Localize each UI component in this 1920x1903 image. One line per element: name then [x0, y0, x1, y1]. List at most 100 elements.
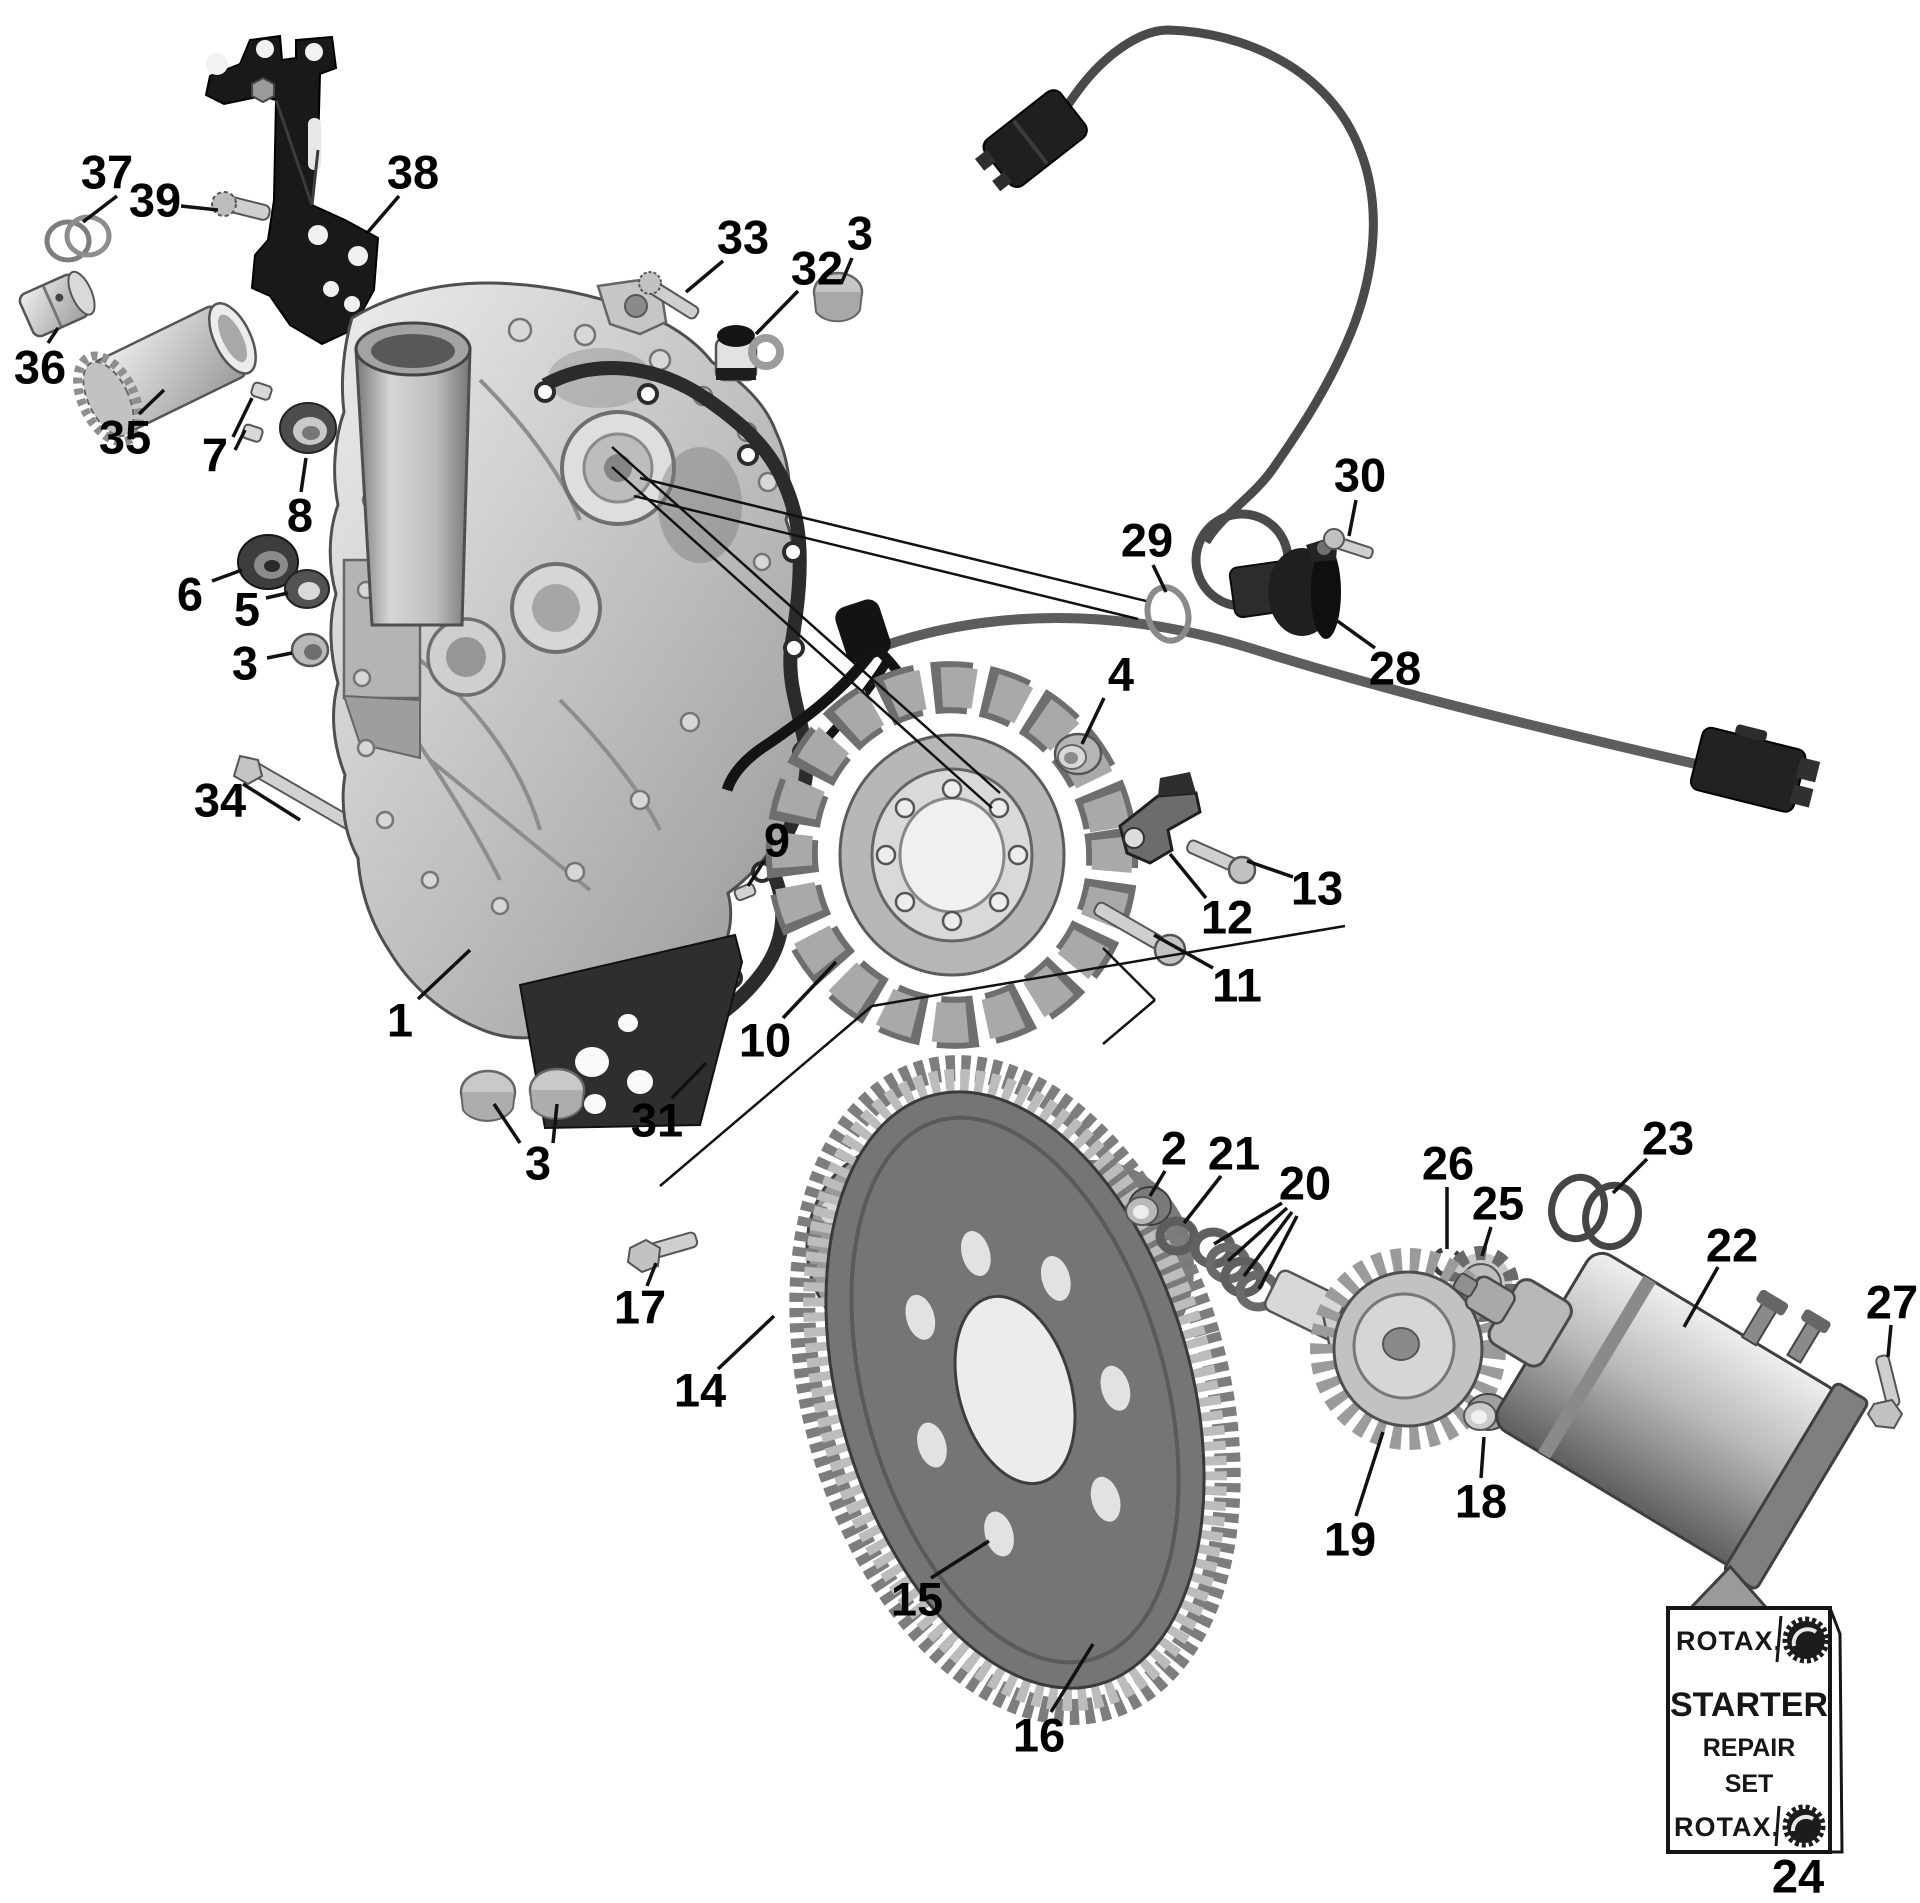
callout-2-leader-0 — [1148, 1170, 1167, 1197]
callout-38-leader-0 — [366, 194, 401, 234]
callout-35-leader-0 — [137, 388, 166, 416]
callout-23-leader-0 — [1611, 1157, 1649, 1195]
callout-36-leader-0 — [46, 327, 60, 344]
callout-11-leader-0 — [1153, 933, 1214, 970]
box-title: STARTER — [1670, 1686, 1828, 1724]
washer-5 — [284, 569, 330, 609]
callout-label-34-17: 34 — [194, 774, 246, 827]
callout-6-leader-0 — [211, 568, 243, 583]
callout-label-3-5: 3 — [847, 207, 873, 260]
case-tube — [354, 347, 472, 627]
starter-drive-gear-19 — [1310, 1248, 1506, 1450]
bearing-8 — [279, 402, 337, 454]
o-ring-29 — [1144, 584, 1192, 644]
ring-gear-16 — [789, 1055, 1241, 1725]
pointer-line-5 — [871, 924, 1346, 1008]
callout-16-leader-0 — [1049, 1643, 1095, 1713]
pointer-line-6 — [1102, 947, 1156, 1001]
pointer-line-2 — [639, 476, 1147, 603]
callout-label-19-38: 19 — [1324, 1513, 1376, 1566]
callout-label-24-40: 24 — [1772, 1850, 1824, 1903]
callout-10-leader-0 — [781, 960, 838, 1020]
callout-label-21-27: 21 — [1208, 1127, 1260, 1180]
retainer-bracket-12 — [1118, 772, 1202, 865]
callout-7-leader-1 — [233, 429, 247, 451]
callout-label-18-39: 18 — [1455, 1475, 1507, 1528]
callout-label-9-19: 9 — [764, 814, 790, 867]
pointer-line-0 — [611, 446, 1001, 794]
callout-39-leader-0 — [180, 204, 219, 212]
box-brand-bottom: ROTAX. — [1674, 1812, 1780, 1842]
callout-label-5-15: 5 — [234, 583, 260, 636]
callout-33-leader-0 — [684, 259, 725, 294]
callout-22-leader-0 — [1682, 1266, 1720, 1328]
pointer-lines — [611, 446, 1346, 1187]
callout-7-leader-0 — [231, 397, 254, 438]
screw-39 — [211, 191, 271, 221]
callout-label-35-11: 35 — [99, 411, 151, 464]
callout-label-27-33: 27 — [1866, 1276, 1918, 1329]
callout-19-leader-0 — [1354, 1431, 1385, 1517]
bolt-17 — [626, 1231, 699, 1274]
bushing-2 — [1125, 1186, 1172, 1226]
callout-3-leader-0 — [492, 1103, 522, 1144]
callout-label-15-36: 15 — [891, 1573, 943, 1626]
callout-25-leader-0 — [1480, 1226, 1493, 1257]
callout-label-36-10: 36 — [14, 341, 66, 394]
callout-31-leader-0 — [670, 1061, 708, 1100]
stator — [765, 661, 1139, 1049]
callout-20-leader-2 — [1242, 1210, 1294, 1278]
callout-label-37-0: 37 — [81, 146, 133, 199]
callout-label-22-32: 22 — [1706, 1219, 1758, 1272]
bolt-30 — [1323, 528, 1374, 560]
callout-label-2-26: 2 — [1161, 1122, 1187, 1175]
callout-label-1-18: 1 — [387, 994, 413, 1047]
callout-label-25-30: 25 — [1472, 1177, 1524, 1230]
callout-label-7-12: 7 — [202, 429, 228, 482]
washer-21 — [1155, 1216, 1199, 1256]
mounting-bracket — [204, 34, 380, 346]
plug-3-top — [812, 271, 864, 323]
spring-washers-20 — [1190, 1227, 1281, 1312]
bracket-nut — [251, 76, 275, 104]
callout-label-13-23: 13 — [1291, 862, 1343, 915]
connector-right — [1689, 724, 1821, 813]
callout-label-10-20: 10 — [739, 1014, 791, 1067]
callout-15-leader-0 — [930, 1539, 990, 1580]
crank-position-sensor-28 — [1228, 535, 1341, 639]
pointer-line-4 — [659, 1005, 873, 1187]
bolt-33 — [638, 271, 700, 320]
callout-label-4-9: 4 — [1108, 648, 1134, 701]
callout-label-8-13: 8 — [287, 489, 313, 542]
bolt-13 — [1186, 839, 1257, 885]
callout-5-leader-0 — [265, 591, 289, 600]
callout-label-23-31: 23 — [1642, 1112, 1694, 1165]
o-rings-23 — [1548, 1173, 1642, 1251]
starter-repair-set-box: ROTAX. STARTER REPAIR SET ROTAX. — [1666, 1606, 1844, 1854]
pointer-line-3 — [633, 494, 1139, 621]
callout-label-32-4: 32 — [791, 242, 843, 295]
seal-6 — [237, 534, 299, 590]
callout-label-29-7: 29 — [1121, 514, 1173, 567]
callout-30-leader-0 — [1347, 499, 1358, 537]
connector-top — [974, 89, 1088, 192]
callout-18-leader-0 — [1479, 1436, 1486, 1479]
callout-label-17-34: 17 — [614, 1281, 666, 1334]
callout-label-39-1: 39 — [129, 174, 181, 227]
callout-20-leader-0 — [1213, 1201, 1283, 1246]
callout-label-11-25: 11 — [1212, 959, 1262, 1012]
callout-12-leader-0 — [1168, 852, 1208, 900]
callout-8-leader-0 — [299, 457, 308, 493]
callout-32-leader-0 — [754, 289, 800, 336]
pointer-line-7 — [1102, 999, 1156, 1045]
pin-9 — [733, 882, 757, 902]
main-harness-cable — [876, 613, 1702, 770]
sensor-32 — [714, 325, 784, 382]
roller-36 — [18, 270, 96, 338]
callout-21-leader-0 — [1182, 1174, 1223, 1225]
callout-label-20-28: 20 — [1279, 1157, 1331, 1210]
callout-3-leader-0 — [266, 651, 293, 660]
callout-label-30-6: 30 — [1334, 449, 1386, 502]
gear-sleeve-35 — [73, 302, 257, 447]
